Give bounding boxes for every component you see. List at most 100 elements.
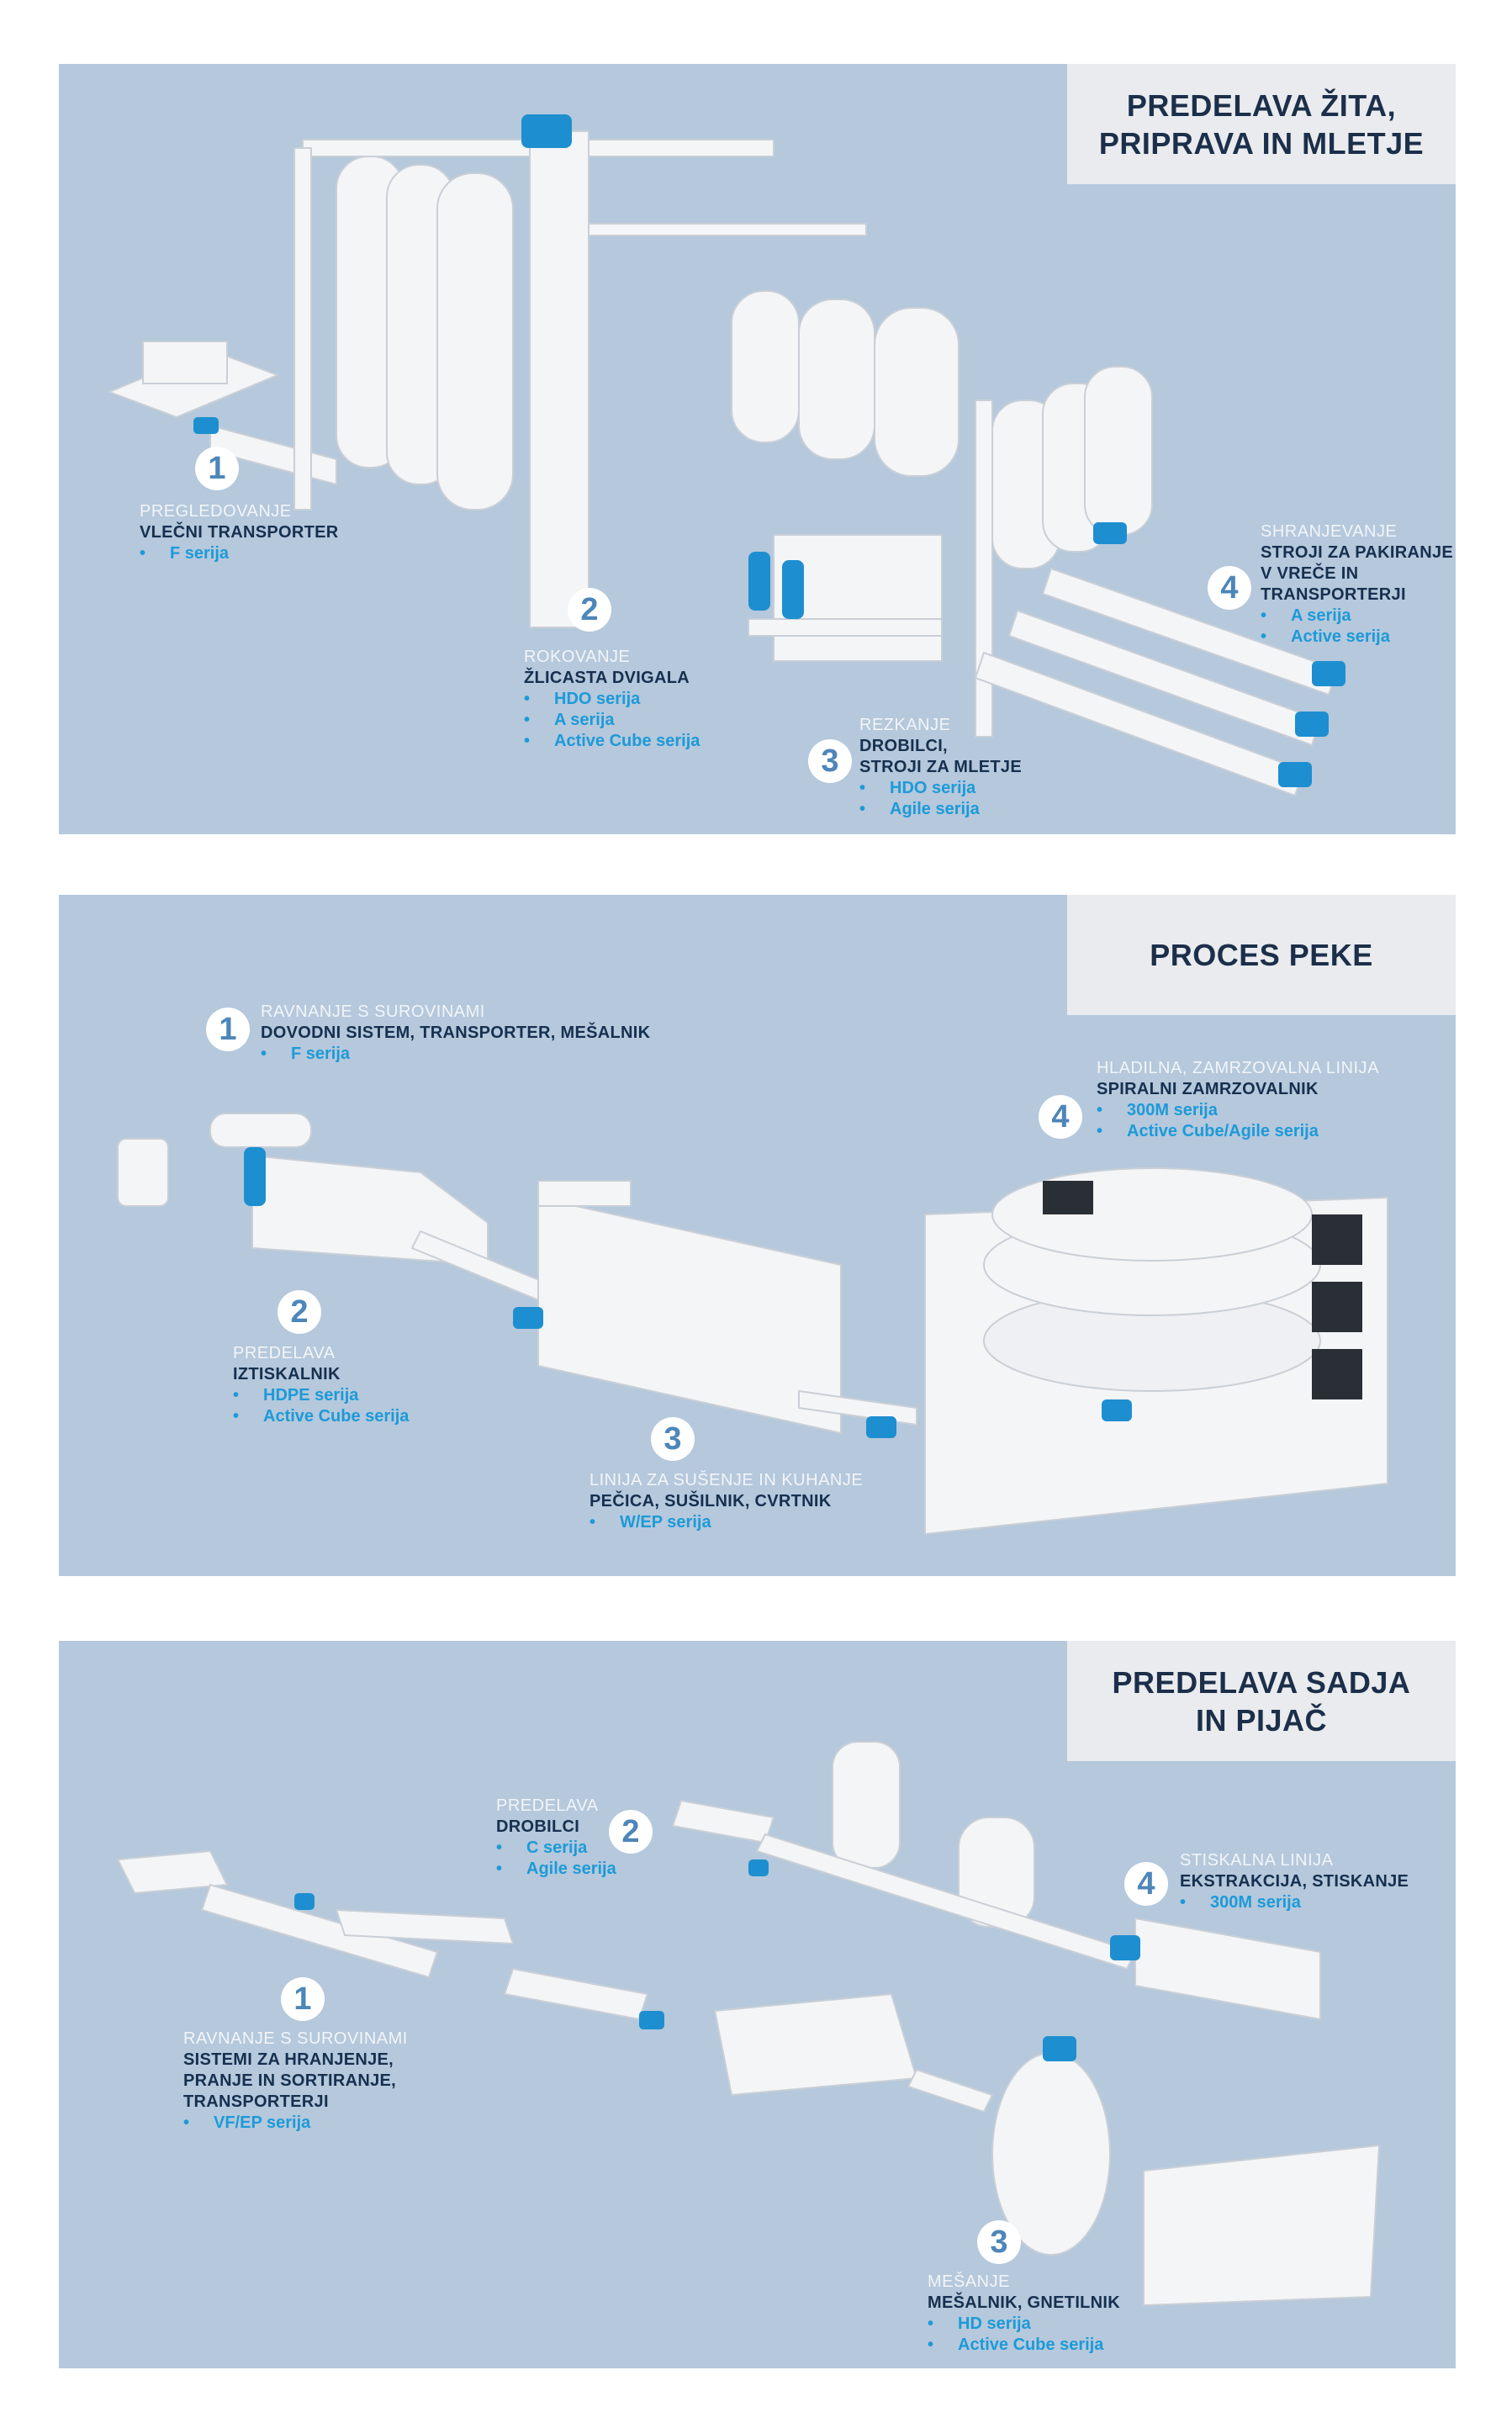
step-number-badge: 4 xyxy=(1208,566,1251,610)
step-title: STROJI ZA PAKIRANJE xyxy=(1261,543,1454,562)
step-label: PREGLEDOVANJE VLEČNI TRANSPORTER F serij… xyxy=(140,501,339,564)
step-title: TRANSPORTERJI xyxy=(183,2092,329,2111)
drum-filter xyxy=(713,1992,918,2097)
step-title: DROBILCI xyxy=(496,1817,580,1836)
step-title: VLEČNI TRANSPORTER xyxy=(140,523,339,542)
step-label: SHRANJEVANJE STROJI ZA PAKIRANJE V VREČE… xyxy=(1261,521,1453,648)
step-label: RAVNANJE S SUROVINAMI DOVODNI SISTEM, TR… xyxy=(261,1002,650,1065)
series-item: C serija xyxy=(496,1838,616,1859)
title-line: PRIPRAVA IN MLETJE xyxy=(1098,125,1425,161)
step-label: ROKOVANJE ŽLICASTA DVIGALA HDO serija A … xyxy=(524,647,700,752)
truck-icon xyxy=(142,341,228,384)
title-line: PROCES PEKE xyxy=(1150,938,1373,972)
step-number-badge: 1 xyxy=(206,1008,250,1051)
bakery-line-illustration xyxy=(117,1113,1388,1536)
fan-icon xyxy=(1312,1214,1362,1265)
series-item: Active Cube/Agile serija xyxy=(1097,1121,1379,1142)
step-category: RAVNANJE S SUROVINAMI xyxy=(261,1003,485,1021)
step-label: PREDELAVA IZTISKALNIK HDPE serija Active… xyxy=(233,1343,409,1427)
motor-icon xyxy=(244,1147,266,1206)
series-item: VF/EP serija xyxy=(183,2113,408,2134)
motor-icon xyxy=(193,417,219,434)
mixer xyxy=(209,1113,312,1148)
motor-icon xyxy=(513,1307,543,1329)
series-item: HDO serija xyxy=(859,778,1022,799)
series-item: W/EP serija xyxy=(589,1512,863,1533)
series-item: 300M serija xyxy=(1097,1100,1379,1121)
step-label: RAVNANJE S SUROVINAMI SISTEMI ZA HRANJEN… xyxy=(183,2029,408,2134)
silo-3 xyxy=(436,172,514,511)
title-line: PREDELAVA ŽITA, xyxy=(1126,87,1397,123)
baking-process-panel: PROCES PEKE 1 RAVNANJE S SUROVINAMI DOVO… xyxy=(59,895,1456,1576)
step-title: DOVODNI SISTEM, TRANSPORTER, MEŠALNIK xyxy=(261,1024,651,1042)
series-item: HDO serija xyxy=(524,689,700,710)
step-number-badge: 3 xyxy=(977,2220,1021,2264)
step-title: ŽLICASTA DVIGALA xyxy=(524,669,690,687)
step-label: REZKANJE DROBILCI, STROJI ZA MLETJE HDO … xyxy=(859,715,1022,820)
beverage-line-illustration xyxy=(116,1741,1381,2307)
grain-plant-illustration xyxy=(107,114,1345,797)
step-label: LINIJA ZA SUŠENJE IN KUHANJE PEČICA, SUŠ… xyxy=(589,1470,863,1533)
step-number-badge: 2 xyxy=(568,588,611,632)
step-title: STROJI ZA MLETJE xyxy=(859,758,1022,776)
step-title: PEČICA, SUŠILNIK, CVRTNIK xyxy=(589,1492,832,1510)
conveyor xyxy=(503,1967,649,2021)
silo-6 xyxy=(874,307,960,477)
grain-processing-panel: PREDELAVA ŽITA,PRIPRAVA IN MLETJE 1 PREG… xyxy=(59,64,1456,834)
step-title: DROBILCI, xyxy=(859,737,948,755)
step-category: RAVNANJE S SUROVINAMI xyxy=(183,2029,408,2048)
step-number-badge: 1 xyxy=(195,447,239,490)
series-item: Active Cube serija xyxy=(524,731,700,752)
fan-icon xyxy=(1312,1282,1362,1332)
step-category: MEŠANJE xyxy=(928,2272,1010,2291)
step-category: LINIJA ZA SUŠENJE IN KUHANJE xyxy=(589,1471,864,1489)
motor-icon xyxy=(1043,2036,1076,2061)
step-title: V VREČE IN xyxy=(1261,564,1359,583)
step-label: PREDELAVA DROBILCI C serija Agile serija xyxy=(496,1796,616,1880)
series-item: A serija xyxy=(524,710,700,731)
pipe xyxy=(755,1833,1137,1971)
motor-icon xyxy=(1278,762,1312,787)
motor-icon xyxy=(294,1893,315,1910)
silo xyxy=(832,1741,901,1869)
series-item: A serija xyxy=(1261,606,1453,627)
title-line: IN PIJAČ xyxy=(1195,1702,1328,1738)
motor-icon xyxy=(782,560,804,619)
motor-icon xyxy=(1093,522,1127,544)
motor-icon xyxy=(866,1416,896,1438)
motor-icon xyxy=(521,114,572,148)
section-title: PROCES PEKE xyxy=(1067,895,1456,1015)
step-title: IZTISKALNIK xyxy=(233,1365,341,1383)
series-item: Active Cube serija xyxy=(233,1406,409,1427)
motor-icon xyxy=(1295,712,1329,737)
packing-conveyor-3 xyxy=(1041,567,1339,696)
step-category: REZKANJE xyxy=(859,716,951,734)
motor-icon xyxy=(1110,1935,1140,1960)
oven xyxy=(537,1196,842,1435)
feeding-table xyxy=(116,1849,229,1895)
step-category: ROKOVANJE xyxy=(524,648,631,666)
step-number-badge: 2 xyxy=(278,1290,321,1334)
series-item: Agile serija xyxy=(859,799,1022,820)
motor-icon xyxy=(748,1860,769,1876)
series-item: Agile serija xyxy=(496,1859,616,1880)
silo-5 xyxy=(798,299,875,460)
step-category: PREGLEDOVANJE xyxy=(140,502,292,521)
silo-4 xyxy=(731,290,800,443)
sorting-line xyxy=(335,1908,515,1945)
step-title: MEŠALNIK, GNETILNIK xyxy=(928,2293,1121,2312)
step-number-badge: 3 xyxy=(808,739,852,783)
step-number-badge: 3 xyxy=(651,1417,695,1461)
series-item: F serija xyxy=(261,1044,650,1065)
step-category: SHRANJEVANJE xyxy=(1261,522,1398,541)
step-label: MEŠANJE MEŠALNIK, GNETILNIK HD serija Ac… xyxy=(928,2272,1120,2356)
packing-conveyor-1 xyxy=(974,651,1305,797)
fan-icon xyxy=(1312,1349,1362,1399)
press xyxy=(1134,1917,1321,2021)
section-title: PREDELAVA ŽITA,PRIPRAVA IN MLETJE xyxy=(1067,64,1456,184)
motor-icon xyxy=(748,552,770,611)
transfer-pipe xyxy=(588,223,867,236)
series-item: HDPE serija xyxy=(233,1385,409,1406)
step-number-badge: 1 xyxy=(281,1977,325,2021)
